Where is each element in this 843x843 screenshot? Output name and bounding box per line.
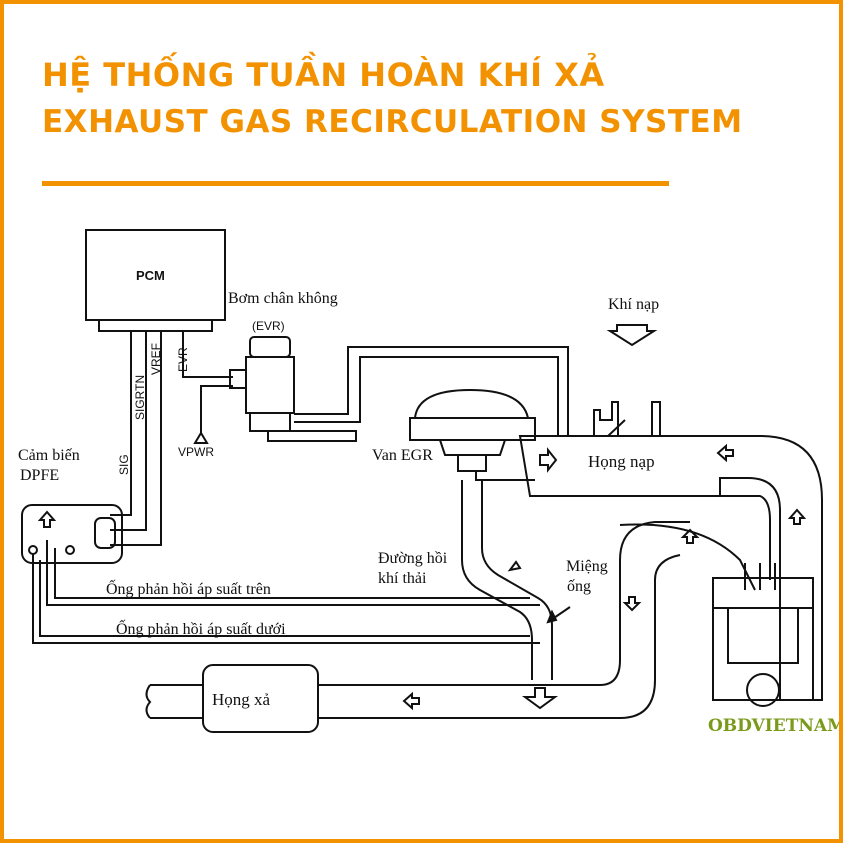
vacuum-hose-inner	[294, 356, 559, 436]
dpfe-connector	[94, 517, 116, 549]
orifice-label-1: Miệng	[566, 558, 608, 575]
title-english: EXHAUST GAS RECIRCULATION SYSTEM	[42, 104, 743, 140]
dpfe-port-left	[28, 545, 38, 555]
intake-air-label: Khí nạp	[608, 296, 659, 313]
wire-vref	[110, 331, 162, 546]
wire-evr-label: EVR	[176, 347, 190, 372]
wire-vref-label: VREF	[149, 343, 163, 375]
lower-tube-label: Ống phản hồi áp suất dưới	[116, 619, 286, 638]
flow-arrow-7	[507, 560, 522, 572]
engine-crankshaft	[746, 673, 780, 707]
egr-diagram: PCM Bơm chân không (EVR) EVR VREF SIGRTN…	[18, 229, 839, 736]
wire-sig-label: SIG	[117, 454, 131, 475]
return-line-label-1: Đường hồi	[378, 550, 448, 567]
evr-side	[229, 369, 247, 389]
orifice-label-2: ống	[567, 578, 591, 595]
flow-arrow-8	[37, 510, 57, 528]
egr-valve-lower	[438, 439, 507, 456]
lower-hose	[32, 554, 540, 644]
vpwr-label: VPWR	[178, 445, 214, 459]
flow-arrow-6	[402, 691, 420, 711]
wire-sig	[110, 331, 132, 516]
flow-arrow-5	[622, 596, 642, 612]
throttle-plate	[607, 419, 626, 437]
wire-sigrtn-label: SIGRTN	[133, 375, 147, 420]
return-line-label-2: khí thải	[378, 570, 427, 587]
vacuum-hose	[294, 346, 569, 436]
engine-valves	[744, 563, 776, 590]
lower-hose-inner	[39, 560, 530, 637]
engine-head	[712, 577, 814, 609]
pump-label: Bơm chân không	[228, 290, 338, 307]
watermark: OBDVIETNAM	[708, 716, 839, 736]
intake-manifold-label: Họng nạp	[588, 452, 655, 471]
upper-tube-label: Ống phản hồi áp suất trên	[106, 579, 271, 598]
sensor-label-1: Cảm biến	[18, 447, 80, 464]
evr-port	[267, 430, 357, 442]
pcm-label: PCM	[136, 268, 165, 283]
upper-hose-inner	[54, 548, 530, 599]
flow-arrow-3	[787, 508, 807, 525]
vpwr-terminal	[193, 431, 209, 444]
intake-air-arrow	[606, 324, 658, 347]
dpfe-port-right	[65, 545, 75, 555]
egr-stem	[457, 454, 487, 472]
egr-valve-top	[413, 388, 530, 419]
evr-body	[245, 356, 295, 414]
title-underline	[42, 181, 669, 186]
exhaust-manifold-label: Họng xả	[212, 690, 271, 709]
orifice-arrowhead	[546, 609, 558, 624]
flow-arrow-9	[521, 687, 559, 710]
egr-valve-body	[409, 417, 536, 441]
upper-hose	[46, 540, 540, 606]
evr-top	[249, 336, 291, 358]
flow-arrow-4	[680, 528, 700, 544]
sensor-label-2: DPFE	[20, 467, 59, 484]
wire-vpwr	[200, 385, 233, 435]
egr-return-pipe-right	[481, 480, 553, 680]
egr-feed-pipe	[475, 471, 535, 481]
wire-evr	[182, 331, 233, 378]
throttle-body-left	[593, 401, 619, 436]
flow-arrow-1	[539, 447, 558, 473]
exhaust-pipe-bottom	[150, 554, 681, 719]
egr-return-pipe-left	[461, 480, 533, 680]
wire-sigrtn	[110, 331, 147, 531]
evr-bottom	[249, 412, 291, 432]
dpfe-sensor-body	[21, 504, 123, 564]
throttle-body-right	[651, 401, 661, 436]
egr-valve-label: Van EGR	[372, 447, 433, 464]
title-vietnamese: HỆ THỐNG TUẦN HOÀN KHÍ XẢ	[42, 56, 605, 94]
evr-label: (EVR)	[252, 319, 285, 333]
exhaust-pipe-end	[145, 684, 152, 719]
exhaust-manifold-box	[202, 664, 319, 733]
engine-crank	[712, 608, 814, 701]
exhaust-pipe-top	[150, 521, 690, 686]
engine-piston	[727, 607, 799, 664]
flow-arrow-2	[716, 443, 734, 463]
intake-runner	[619, 478, 771, 591]
pcm-connector	[98, 319, 213, 332]
